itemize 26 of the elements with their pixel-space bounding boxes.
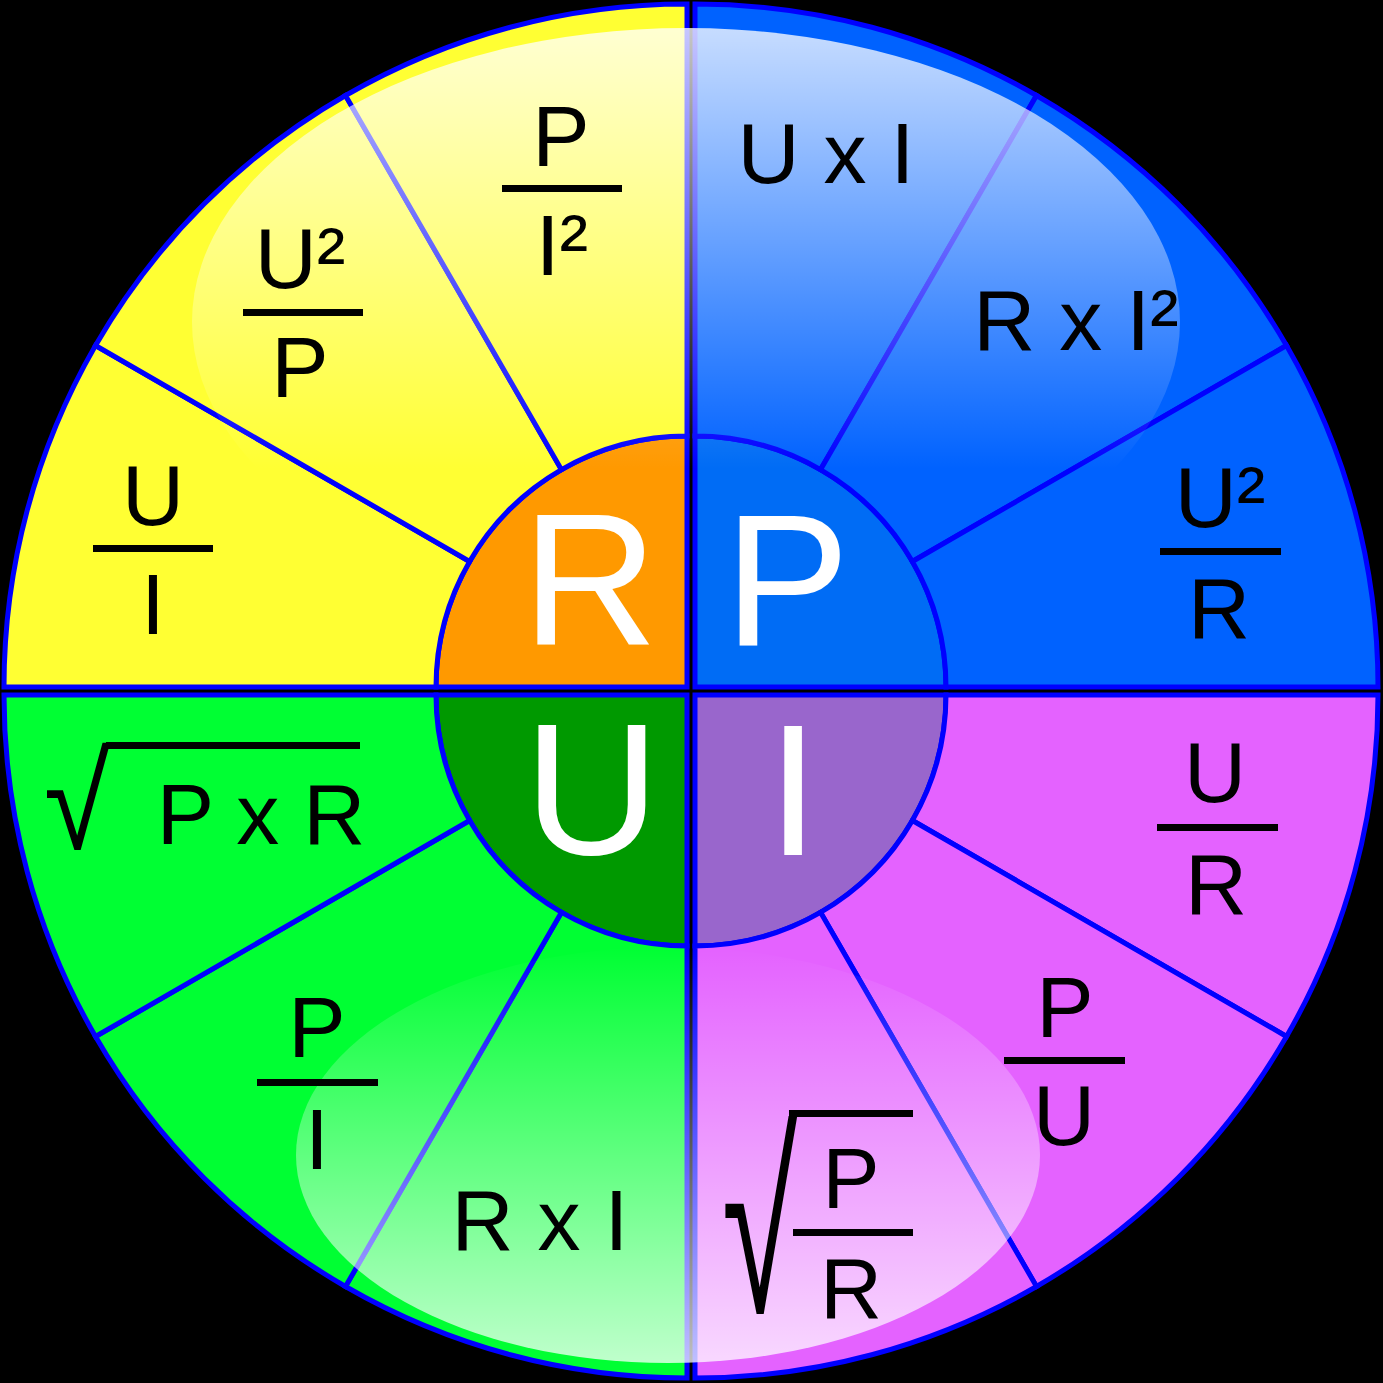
denominator: I²: [535, 196, 589, 294]
formula-text: R x I²: [973, 271, 1179, 369]
denominator: R: [1184, 835, 1248, 933]
numerator: P: [822, 1129, 880, 1227]
denominator: P: [271, 318, 329, 416]
quantity-letter: P: [724, 474, 850, 686]
denominator: U: [1032, 1066, 1096, 1164]
numerator: U²: [1174, 448, 1266, 546]
numerator: U²: [254, 209, 346, 307]
formula-text: R x I: [451, 1171, 629, 1269]
numerator: U: [121, 446, 185, 544]
numerator: P: [1036, 958, 1094, 1056]
quantity-letter: R: [522, 474, 658, 686]
numerator: U: [1183, 723, 1247, 821]
radical-sign: √: [722, 1101, 798, 1350]
numerator: P: [288, 978, 346, 1076]
formula-text: P x R: [156, 765, 366, 863]
quantity-letter: U: [524, 683, 660, 895]
denominator: R: [819, 1239, 883, 1337]
radical-sign: √: [44, 736, 111, 871]
numerator: P: [532, 87, 590, 185]
denominator: R: [1187, 559, 1251, 657]
denominator: I: [305, 1090, 329, 1188]
formula-text: U x I: [737, 104, 915, 202]
denominator: I: [141, 555, 165, 653]
quantity-letter: I: [766, 684, 820, 896]
